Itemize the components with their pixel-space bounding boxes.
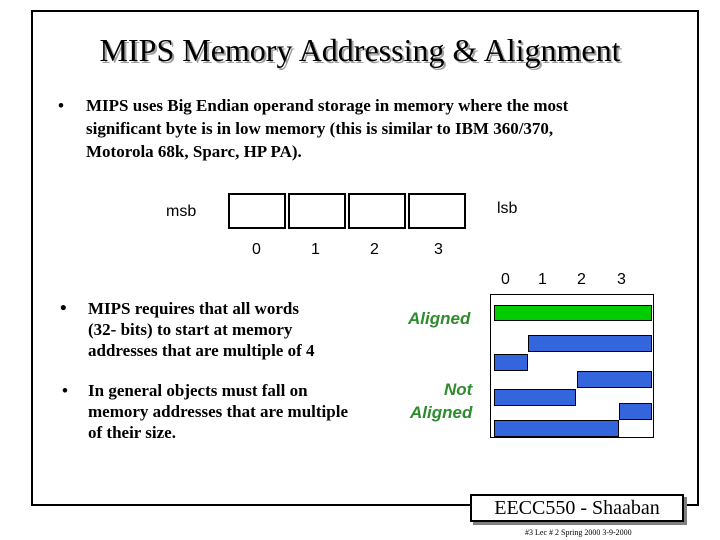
- alignment-diagram: [490, 294, 654, 438]
- align-col-label-0: 0: [501, 271, 510, 288]
- footer-small-text: #3 Lec # 2 Spring 2000 3-9-2000: [525, 528, 632, 537]
- align-col-label-3: 3: [617, 271, 626, 288]
- misaligned-word-bar-offset-2: [577, 371, 652, 388]
- bullet-dot: •: [60, 298, 67, 319]
- aligned-word-bar: [494, 305, 652, 321]
- byte-label-1: 1: [311, 241, 320, 258]
- bullet-general-alignment-line-2: memory addresses that are multiple: [88, 402, 349, 421]
- misaligned-word-bar-offset-1: [528, 335, 652, 352]
- bullet-dot: •: [62, 381, 68, 400]
- misaligned-word-bar-offset-3: [619, 403, 652, 420]
- misaligned-word-bar-offset-3-tail: [494, 420, 619, 437]
- bullet-word-alignment-line-2: (32- bits) to start at memory: [88, 320, 293, 339]
- bullet-word-alignment-line-1: MIPS requires that all words: [88, 299, 299, 318]
- byte-label-3: 3: [434, 241, 443, 258]
- align-col-label-2: 2: [577, 271, 586, 288]
- byte-label-2: 2: [370, 241, 379, 258]
- misaligned-word-bar-offset-2-tail: [494, 389, 576, 406]
- byte-cell-0: [228, 193, 286, 229]
- bullet-general-alignment-line-1: In general objects must fall on: [88, 381, 308, 400]
- bullet-dot: •: [58, 96, 64, 115]
- bullet-big-endian-line-2: significant byte is in low memory (this …: [86, 119, 554, 138]
- slide-frame: [31, 10, 699, 506]
- byte-cell-2: [348, 193, 406, 229]
- byte-cell-1: [288, 193, 346, 229]
- bullet-big-endian-line-1: MIPS uses Big Endian operand storage in …: [86, 96, 569, 115]
- slide-title: MIPS Memory Addressing & Alignment: [99, 32, 621, 68]
- aligned-label: Aligned: [408, 309, 471, 328]
- lsb-label: lsb: [497, 200, 518, 217]
- byte-cell-3: [408, 193, 466, 229]
- msb-label: msb: [166, 203, 197, 220]
- not-aligned-label: Aligned: [410, 403, 473, 422]
- bullet-general-alignment-line-3: of their size.: [88, 423, 176, 442]
- align-col-label-1: 1: [538, 271, 547, 288]
- footer-badge-text: EECC550 - Shaaban: [494, 497, 660, 519]
- bullet-big-endian-line-3: Motorola 68k, Sparc, HP PA).: [86, 142, 302, 161]
- not-label: Not: [444, 380, 473, 399]
- misaligned-word-bar-offset-1-tail: [494, 354, 528, 371]
- footer-badge: EECC550 - Shaaban: [470, 494, 684, 522]
- bullet-word-alignment-line-3: addresses that are multiple of 4: [88, 341, 315, 360]
- byte-label-0: 0: [252, 241, 261, 258]
